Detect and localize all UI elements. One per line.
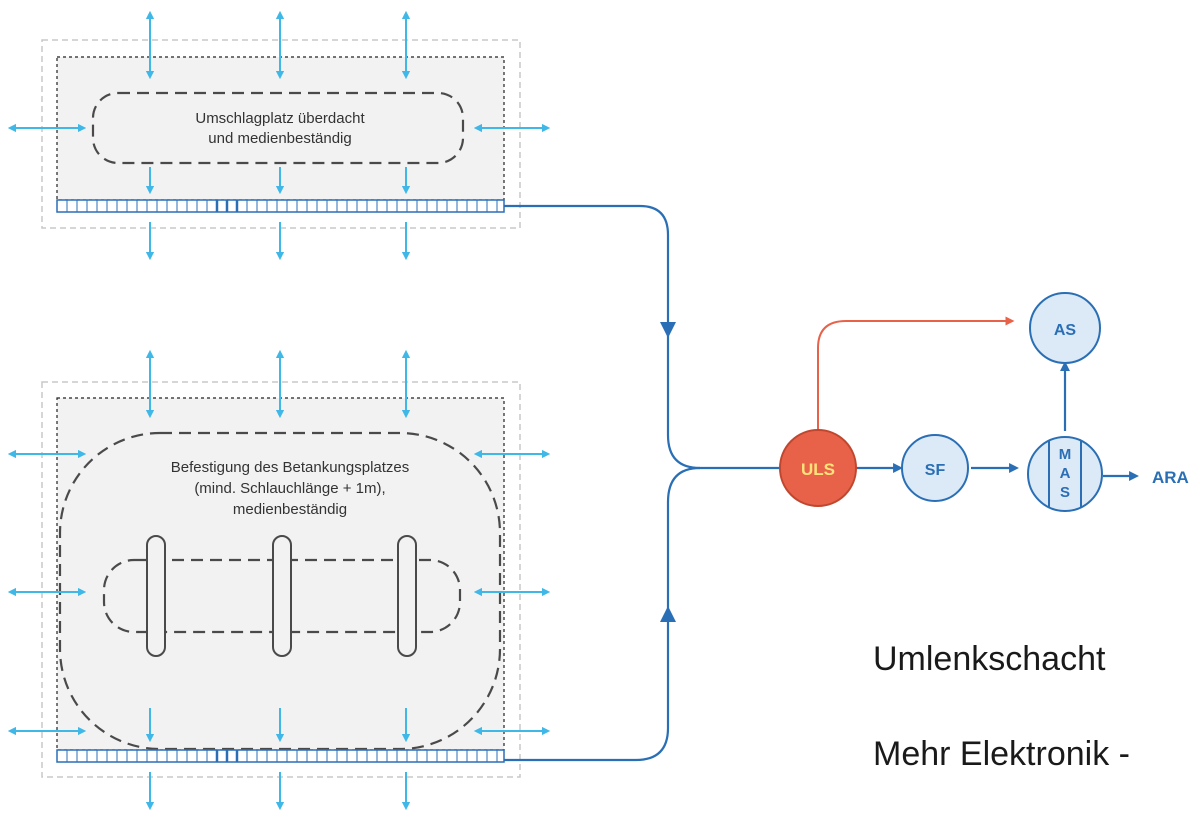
uls-circle	[779, 429, 857, 507]
mas-label-s: S	[1060, 484, 1070, 501]
mas-circle	[1027, 436, 1103, 512]
node-as: AS	[1029, 292, 1101, 364]
tank-pillar-1	[146, 535, 166, 657]
bottom-area-label-line3: medienbeständig	[233, 501, 347, 518]
infiltration-arrows	[7, 10, 551, 811]
bottom-drain-channel	[56, 749, 505, 763]
top-area-label-line1: Umschlagplatz überdacht	[195, 110, 365, 127]
note-umlenkschacht: Umlenkschacht	[873, 640, 1106, 678]
note-mehr-elektronik: Mehr Elektronik -	[873, 735, 1130, 773]
bottom-area-label-line2: (mind. Schlauchlänge + 1m),	[194, 480, 385, 497]
uls-label: ULS	[801, 460, 835, 479]
top-area-label-line2: und medienbeständig	[208, 130, 351, 147]
uls-to-as-bypass-pipe	[817, 316, 1015, 430]
as-label: AS	[1054, 322, 1077, 339]
pipe-from-bottom-area	[504, 466, 701, 762]
flow-direction-down-arrow	[660, 322, 676, 338]
pipe-from-top-area	[504, 204, 780, 470]
ara-label: ARA	[1152, 468, 1189, 487]
node-mas: M A S	[1027, 436, 1103, 512]
mas-label-a: A	[1060, 465, 1071, 482]
top-drain-channel-grid	[66, 200, 498, 212]
sf-label: SF	[925, 462, 946, 479]
top-area-dashed-zone	[91, 91, 465, 165]
as-circle	[1029, 292, 1101, 364]
tank-pillar-2	[272, 535, 292, 657]
node-uls: ULS	[779, 429, 857, 507]
vehicle-outline	[102, 558, 462, 634]
flow-direction-up-arrow	[660, 606, 676, 622]
node-sf: SF	[901, 434, 969, 502]
bottom-area-label-line1: Befestigung des Betankungsplatzes	[171, 459, 410, 476]
tank-pillar-3	[397, 535, 417, 657]
mas-label-m: M	[1059, 446, 1072, 463]
sf-circle	[901, 434, 969, 502]
bottom-drain-channel-grid	[66, 750, 498, 762]
